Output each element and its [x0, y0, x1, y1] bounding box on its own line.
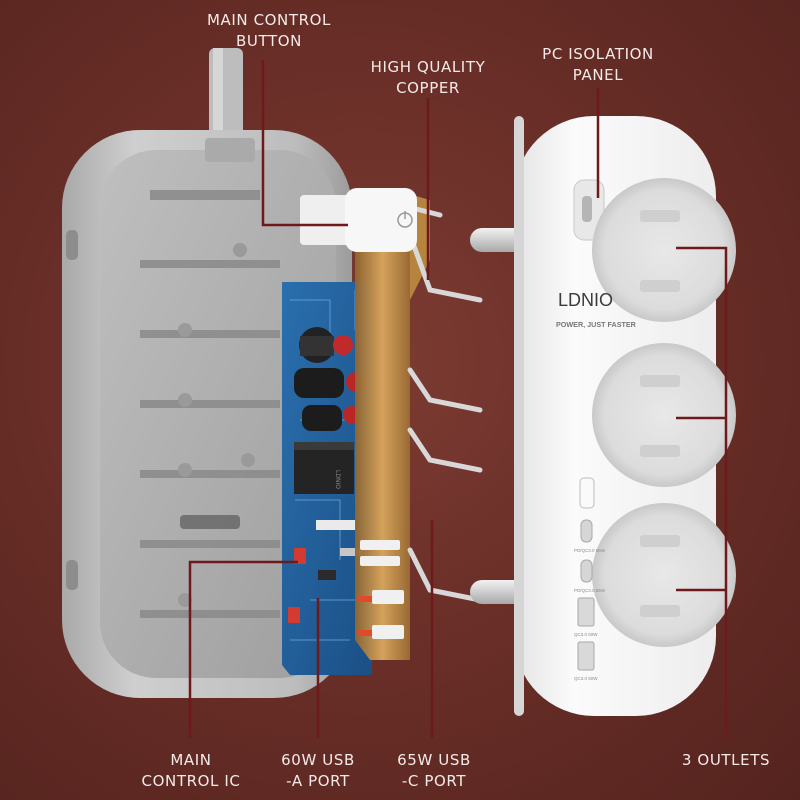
port-mark: PD/QC3.0 65W [574, 548, 606, 553]
label-usb-a-port: 60W USB -A PORT [268, 750, 368, 792]
label-outlets: 3 OUTLETS [666, 750, 786, 771]
usb-c-port-1 [580, 519, 593, 543]
brand-slogan: POWER, JUST FASTER [556, 320, 637, 329]
label-line: 65W USB [397, 751, 471, 769]
label-line: 3 OUTLETS [681, 751, 771, 769]
leader-lines [188, 60, 728, 738]
outlet-3 [592, 503, 736, 647]
power-cable [209, 48, 243, 144]
label-line: PANEL [572, 66, 624, 84]
main-control-ic-chip [294, 548, 306, 564]
outlet-1 [592, 178, 736, 322]
label-main-control-ic: MAIN CONTROL IC [126, 750, 256, 792]
port-mark: QC3.0 60W [574, 632, 598, 637]
label-line: HIGH QUALITY [370, 58, 486, 76]
circuit-board: LDNIO [282, 282, 372, 675]
port-mark: QC3.0 60W [574, 676, 598, 681]
pc-isolation-panel: LDNIO POWER, JUST FASTER PD/QC3.0 65W PD… [514, 116, 736, 716]
label-main-control-button: MAIN CONTROL BUTTON [178, 10, 360, 52]
main-control-button [300, 188, 417, 252]
leader-main-control-ic [188, 560, 298, 738]
label-line: CONTROL IC [141, 772, 241, 790]
label-pc-isolation-panel: PC ISOLATION PANEL [528, 44, 668, 86]
label-line: BUTTON [236, 32, 302, 50]
usb-c-port-2 [580, 559, 593, 583]
label-usb-c-port: 65W USB -C PORT [384, 750, 484, 792]
label-line: 60W USB [281, 751, 355, 769]
leader-main-control-button [261, 60, 348, 227]
label-line: MAIN [170, 751, 212, 769]
pcb-chip-text: LDNIO [334, 470, 341, 489]
label-line: -C PORT [401, 772, 467, 790]
label-line: PC ISOLATION [542, 45, 654, 63]
outlet-2 [592, 343, 736, 487]
label-high-quality-copper: HIGH QUALITY COPPER [350, 57, 506, 99]
label-line: MAIN CONTROL [206, 11, 332, 29]
usb-a-port-2 [577, 641, 595, 671]
usb-port-column: PD/QC3.0 65W PD/QC3.0 65W QC3.0 60W QC3.… [574, 477, 606, 681]
label-line: -A PORT [286, 772, 350, 790]
leader-outlets [676, 246, 728, 738]
label-line: COPPER [396, 79, 460, 97]
copper-conductor-strips [355, 190, 483, 660]
brand-logo: LDNIO [558, 290, 613, 310]
port-mark: PD/QC3.0 65W [574, 588, 606, 593]
usb-a-port-1 [577, 597, 595, 627]
housing-shell [62, 130, 352, 698]
